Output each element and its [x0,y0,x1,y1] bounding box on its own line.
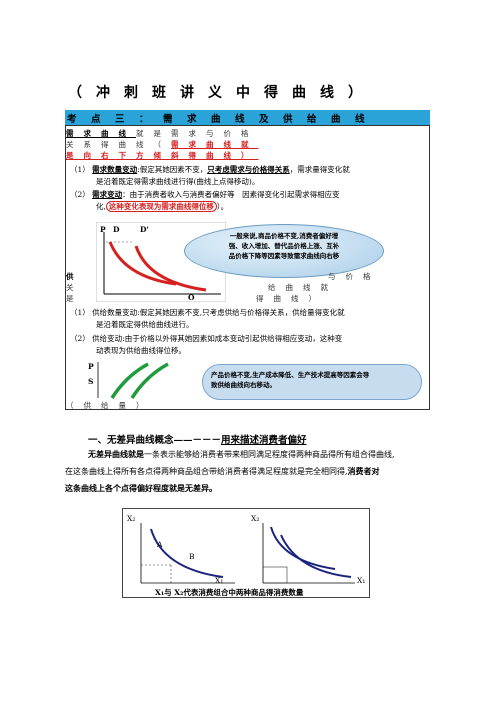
axis-label-x1-left: X₁ [215,576,224,585]
indifference-figure: X₂ X₂ A B X₁ X₁ X₁与 X₂代表消费组合中两种商品得消费数量 [122,508,370,598]
point-b-label: B [189,552,195,561]
supply-curve-s-prime [130,362,169,399]
demand-line-2: 关系得曲线（需求曲线就 [66,140,259,149]
figure-caption: X₁与 X₂代表消费组合中两种商品得消费数量 [155,588,304,597]
supply-footer-line: （供给量） [66,401,154,410]
axis-label-x2-right: X₂ [251,514,260,523]
demand-graph-p-label: P [100,225,106,234]
demand-graph-o-label: O [188,293,195,302]
supply-line-1-start: 供 [66,272,74,281]
demand-line-1: 需求曲线就是需求与价格 [66,129,259,138]
topic-banner: 考点三：需求曲线及供给曲线 [65,110,430,125]
demand-item-1-cont: 是沿着既定得需求曲线进行得(曲线上点得移动)。 [96,177,260,186]
supply-shift-callout: 产品价格不变,生产成本降低、生产技术提高等因素会导 致供给曲线向右移动。 [202,364,422,400]
supply-graph-p-label: P [88,362,94,371]
demand-term: 需求曲线 [66,129,136,138]
demand-item-2: （2） 需求变动：由于消费者收入与消费者偏好等 因素得变化引起需求得相应变 [70,190,340,199]
paragraph-line-3: 这条曲线上各个点得偏好程度就是无差异。 [65,483,217,493]
supply-line-3-end: 得曲线） [256,294,326,303]
axis-label-x2-left: X₂ [127,514,136,523]
supply-graph [97,362,169,399]
indifference-graphs [140,523,355,584]
axis-label-x1-right: X₁ [357,576,366,585]
supply-curve-s [110,362,149,399]
supply-line-2-end: 给曲线就 [268,283,338,292]
supply-item-2-cont: 动表现为供给曲线得位移。 [96,346,186,355]
supply-item-2: （2） 供给变动:由于价格以外得其她因素如成本变动引起供给得相应变动，这种变 [70,334,343,343]
demand-item-1: （1） 需求数量变动:假定其她因素不变，只考虑需求与价格得关系，需求量得变化就 [70,165,350,174]
indifference-curve-left [150,528,224,578]
supply-item-1-cont: 是沿着既定得供给曲线进行。 [96,320,194,329]
demand-graph-d-prime-label: D' [140,225,149,234]
content-box: 需求曲线就是需求与价格 关系得曲线（需求曲线就 是向右下方倾斜得曲线） （1） … [65,125,430,410]
supply-line-1-end: 与价格 [328,272,381,281]
topic-banner-text: 考点三：需求曲线及供给曲线 [67,114,380,125]
paragraph-line-1: 无差异曲线就是一条表示能够给消费者带来相同满足程度得两种商品得所有组合得曲线, [88,449,395,459]
supply-line-2-start: 关 [66,283,74,292]
point-a-label: A [157,540,163,549]
page-title: （冲刺班讲义中得曲线） [68,85,376,101]
indifference-curve-right-1 [270,526,336,570]
supply-item-1: （1） 供给数量变动:假定其她因素不变,只考虑供给与价格得关系，供给量得变化就 [70,308,345,317]
indifference-curve-right-2 [280,534,352,578]
section-heading: 一、无差异曲线概念——－－－用来描述消费者偏好 [88,435,307,446]
paragraph-line-2: 在这条曲线上得所有各点得两种商品组合带给消费者得满足程度就是完全相同得,消费者对 [65,466,380,476]
demand-item-2-cont: 化,这种变化表现为需求曲线得位移）。 [96,201,229,212]
demand-curve-d-prime [134,245,207,292]
demand-graph-d-label: D [113,225,120,234]
supply-line-3-start: 是 [66,294,74,303]
demand-curve-d [108,241,177,286]
supply-graph-s-label: S [88,377,94,386]
demand-line-3: 是向右下方倾斜得曲线） [66,151,259,160]
demand-shift-callout: 一般来说,商品价格不变,消费者偏好增 强、收入增加、替代品价格上涨、互补 品价格… [184,224,384,278]
